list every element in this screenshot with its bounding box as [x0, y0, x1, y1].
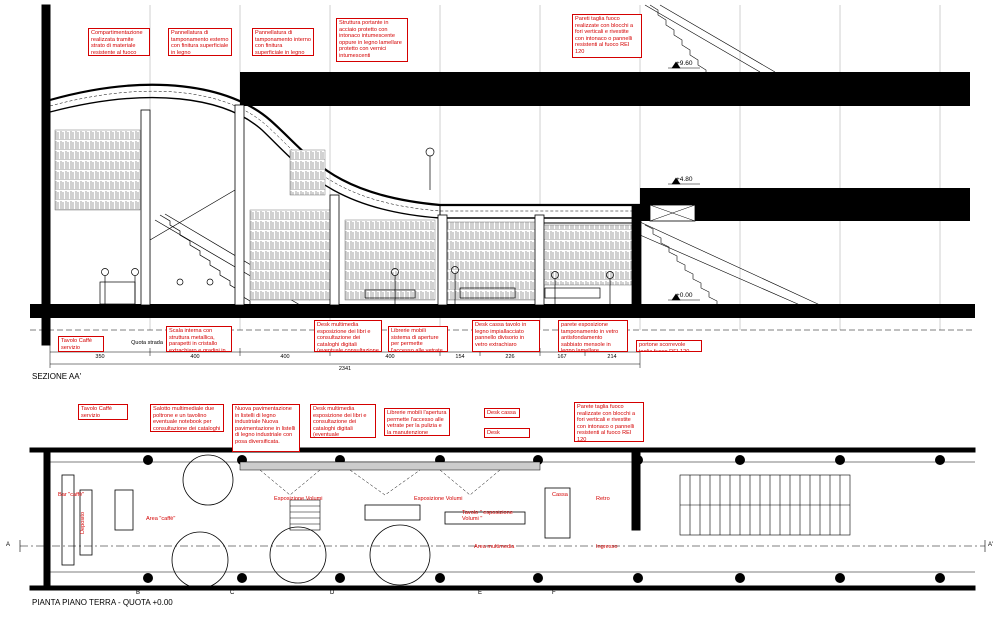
dim-350: 350 — [95, 354, 105, 360]
curved-roof-mid — [49, 90, 640, 212]
level-label-upper: +9.60 — [676, 60, 693, 67]
dim-154: 154 — [455, 354, 465, 360]
plan-title: PIANTA PIANO TERRA - QUOTA +0.00 — [32, 598, 173, 607]
dim-226: 226 — [505, 354, 515, 360]
dim-167: 167 — [557, 354, 567, 360]
grid-mark-d: D — [330, 590, 335, 596]
bookshelves — [54, 129, 636, 301]
plan-desks — [61, 474, 571, 566]
curved-roof-inner — [49, 96, 640, 219]
section-aa — [30, 4, 975, 368]
grid-mark-b: B — [136, 590, 141, 596]
plan-top-shelf — [239, 461, 541, 471]
plan-note-firewall: Parete taglia fuoco realizzate con blocc… — [574, 402, 644, 442]
axis-right: A' — [988, 542, 994, 548]
slab-ground — [30, 304, 975, 318]
level-label-ground: +0.00 — [676, 292, 693, 299]
section-left-wall — [41, 4, 51, 346]
label-area-multimedia: Area multimedia — [474, 544, 515, 550]
section-grid-lines — [49, 5, 941, 345]
plan-note-multimedia: Desk multimedia — [484, 428, 530, 438]
section-title: SEZIONE AA' — [32, 372, 82, 381]
axis-left: A — [6, 542, 11, 548]
note-internal-panel: Pannellatura di tamponamento interno con… — [252, 28, 314, 56]
plan-note-desk: Desk multimedia esposizione dei libri e … — [310, 404, 376, 438]
dim-400a: 400 — [190, 354, 200, 360]
dim-400b: 400 — [280, 354, 290, 360]
plan-fire-wall — [631, 449, 641, 531]
level-markers — [668, 61, 700, 301]
plan-stair — [289, 474, 851, 536]
plan-outer-top-wall — [29, 447, 976, 453]
slab-upper — [240, 72, 970, 106]
grid-mark-c: C — [230, 590, 235, 596]
note-cafe-table: Tavolo Caffè servizio caffetteria — [58, 336, 104, 352]
plan-note-cafe: Tavolo Caffè servizio caffetteria — [78, 404, 128, 420]
plan-left-wall — [43, 447, 51, 591]
people-figures — [101, 147, 614, 304]
label-deposito: Deposito — [80, 511, 86, 534]
note-desk-cassa: Desk cassa tavolo in legno impiallacciat… — [472, 320, 540, 352]
upper-stairs — [639, 4, 821, 315]
plan-note-lounge: Salotto multimediale due poltrone e un t… — [150, 404, 224, 432]
plan-note-flooring: Nuova pavimentazione in listelli di legn… — [232, 404, 300, 452]
plan-display-volumes — [259, 469, 501, 496]
dim-total: 2341 — [338, 366, 352, 372]
note-structure: Struttura portante in acciaio protetto c… — [336, 18, 408, 62]
note-sliding-door: portone scorrevole taglia fuoco REI 120 — [636, 340, 702, 352]
dim-214: 214 — [607, 354, 617, 360]
label-tavolo-expo: Tavolo " esposizione Volumi " — [462, 510, 513, 522]
plan-round-tables — [171, 454, 431, 589]
label-retro: Retro — [596, 496, 610, 502]
label-ingresso: Ingresso — [596, 544, 618, 550]
note-expo-wall: parete esposizione tamponamento in vetro… — [558, 320, 628, 352]
label-expo-volumi: Esposizione Volumi — [274, 496, 323, 502]
note-external-panel: Pannellatura di tamponamento esterno con… — [168, 28, 232, 56]
note-interior-stair: Scala interna con struttura metallica, p… — [166, 326, 232, 352]
note-fire-walls: Pareti taglia fuoco realizzate con blocc… — [572, 14, 642, 58]
grid-mark-f: F — [552, 590, 556, 596]
plan-columns — [143, 455, 945, 583]
label-cassa: Cassa — [552, 492, 568, 498]
label-bar: Bar "caffè" — [58, 492, 85, 498]
note-mobile-shelves: Librerie mobili sistema di aperture per … — [388, 326, 448, 352]
axis-marks — [19, 540, 986, 552]
note-desk-multimedia: Desk multimedia esposizione dei libri e … — [314, 320, 382, 352]
level-label-middle: +4.80 — [676, 176, 693, 183]
street-level-label: Quota strada — [131, 340, 163, 346]
section-columns — [140, 104, 642, 306]
label-area-caffe: Area "caffè" — [146, 516, 176, 522]
note-compartment: Compartimentazione realizzata tramite st… — [88, 28, 150, 56]
ground-floor-plan — [19, 447, 986, 591]
label-expo-volumi-2: Esposizione Volumi — [414, 496, 463, 502]
plan-note-cassa: Desk cassa — [484, 408, 520, 418]
plan-note-shelves: Librerie mobili l'apertura permette l'ac… — [384, 408, 450, 436]
curved-roof-outer — [49, 83, 640, 207]
grid-mark-e: E — [478, 590, 483, 596]
dim-400c: 400 — [385, 354, 395, 360]
plan-outer-bottom-wall — [29, 585, 976, 591]
